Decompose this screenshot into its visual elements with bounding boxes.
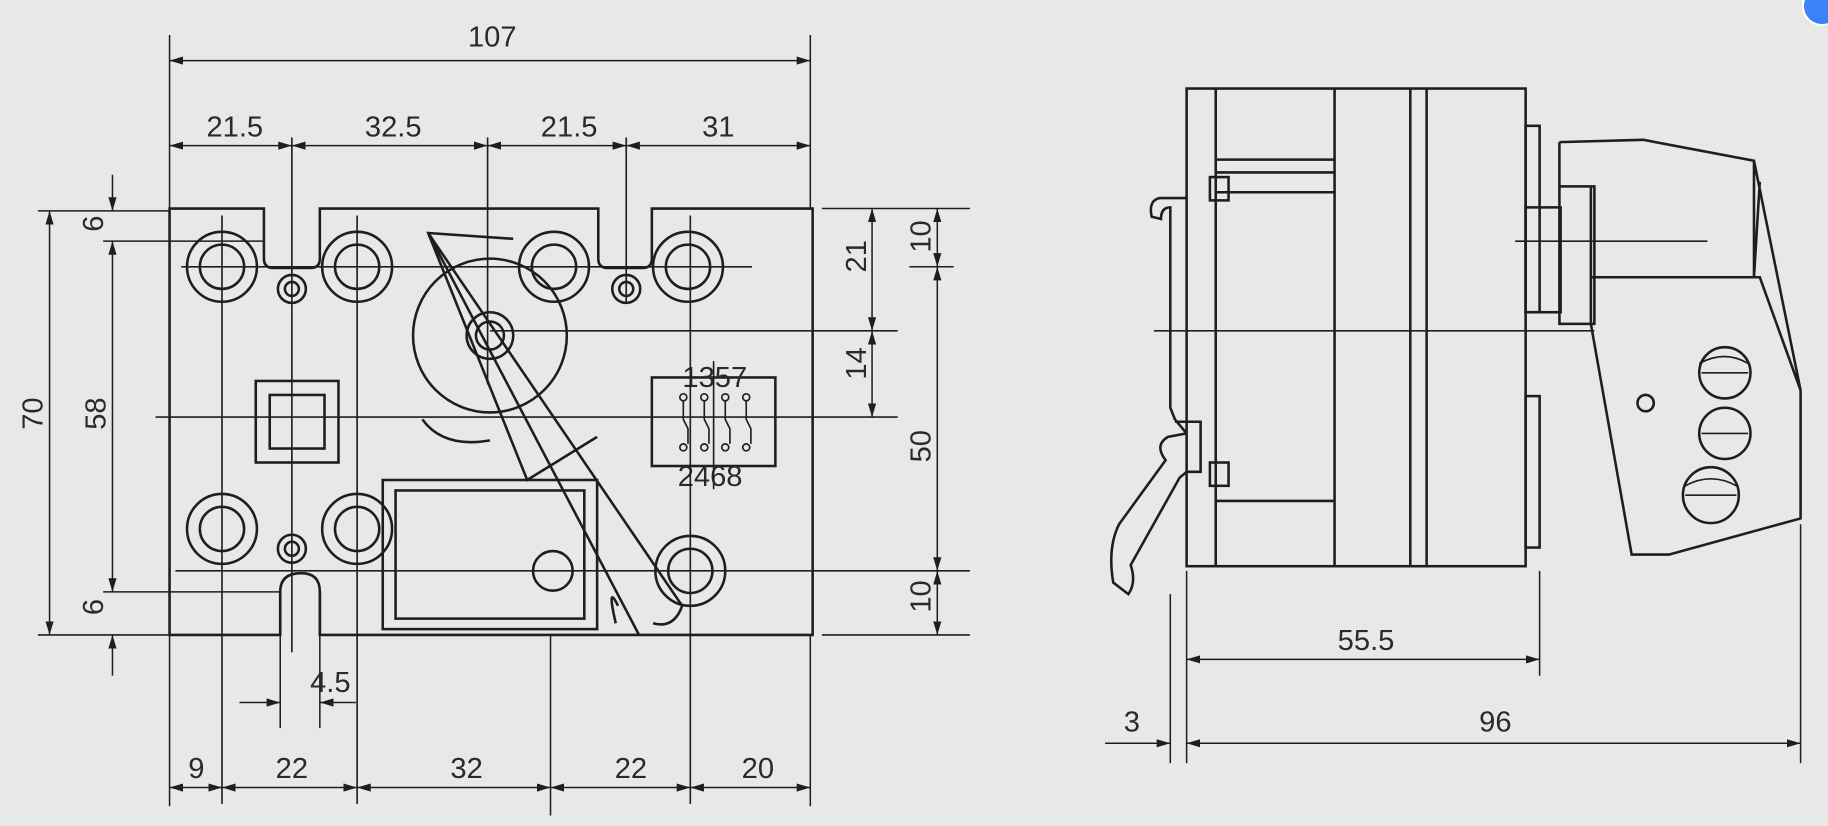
contact-diagram: 1357 2468: [650, 362, 777, 493]
side-view: 55.5 96 3: [1105, 87, 1802, 764]
dim-left-bottom: 6: [78, 599, 110, 615]
dim-bottom-1: 9: [188, 753, 204, 785]
dim-right-bottom: 10: [905, 580, 937, 612]
dim-slot: 4.5: [310, 667, 350, 699]
dim-rail-offset: 3: [1124, 707, 1140, 739]
dim-overall-height: 70: [18, 397, 50, 429]
dim-top-2: 32.5: [365, 111, 422, 143]
dim-top-1: 21.5: [206, 111, 263, 143]
dim-top-3: 21.5: [541, 111, 598, 143]
dim-bottom-3: 32: [450, 753, 482, 785]
dim-left-top: 6: [78, 216, 110, 232]
dim-right-21: 21: [841, 240, 873, 272]
rotary-handle: [411, 231, 684, 636]
din-rail-clip: [1110, 196, 1188, 596]
front-dimension-labels: 107 21.5 32.5 21.5 31 70 58 6 6 21 14 10…: [18, 22, 938, 786]
terminal-top-label: 1357: [682, 362, 747, 394]
dim-right-14: 14: [841, 347, 873, 379]
terminal-bottom-label: 2468: [678, 461, 743, 493]
front-body-outline: [168, 207, 814, 637]
dim-bottom-2: 22: [276, 753, 308, 785]
side-handle: [1558, 138, 1802, 556]
indicator-window: [254, 379, 340, 464]
center-lines: [155, 137, 970, 804]
dim-top-4: 31: [702, 111, 734, 143]
dim-body-depth: 55.5: [1338, 625, 1395, 657]
dim-right-mid: 50: [905, 430, 937, 462]
front-dimensions: [37, 34, 970, 816]
front-view: 1357 2468 107 21.5 32.5: [18, 22, 970, 816]
dim-right-top: 10: [905, 220, 937, 252]
side-body: [1185, 87, 1527, 568]
dim-inner-height: 58: [80, 397, 112, 429]
dim-total-depth: 96: [1479, 707, 1511, 739]
dim-bottom-4: 22: [615, 753, 647, 785]
side-dimensions: [1105, 524, 1802, 764]
dim-overall-width: 107: [468, 22, 517, 54]
dim-bottom-5: 20: [742, 753, 774, 785]
